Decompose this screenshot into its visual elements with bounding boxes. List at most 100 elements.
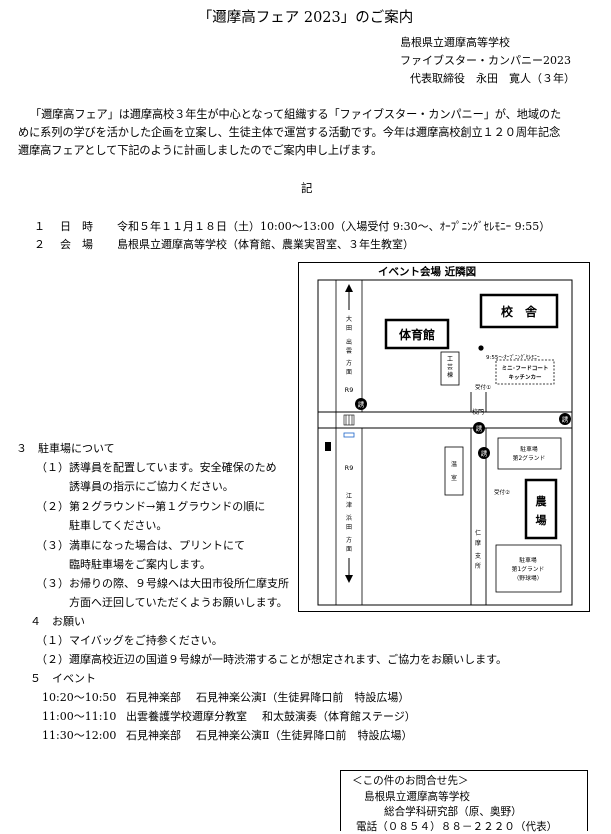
- map-workshop: [440, 351, 460, 386]
- map-gym: [384, 318, 450, 350]
- map-parking-2: [497, 437, 562, 470]
- map-food-court: [495, 359, 555, 385]
- event-time: 11:00～11:10: [42, 710, 117, 723]
- item-venue-value: 島根県立邇摩高等学校（体育館、農業実習室、３年生教室）: [117, 238, 414, 251]
- map-r9-north: R9: [345, 386, 354, 394]
- map-food-court-label: ミニ･フードコート: [502, 365, 549, 372]
- map-school-label: 校 舎: [501, 304, 538, 319]
- map-gym-label: 体育館: [399, 327, 435, 342]
- map-parking-2-label: 駐車場: [520, 445, 538, 453]
- contact-box: [340, 770, 588, 831]
- guide-marker-2: 誘: [473, 422, 485, 434]
- item-venue-label: 会 場: [60, 238, 93, 251]
- venue-map: イベント会場 近隣図 体育館 校 舎 9:55～ｵｰﾌﾟﾆﾝｸﾞｾﾚﾓﾆｰ 工 …: [298, 262, 590, 612]
- guide-marker-label: 誘: [562, 415, 569, 424]
- map-farm-char: 場: [536, 513, 547, 527]
- guide-marker-label: 誘: [476, 424, 483, 433]
- request-line: （１）マイバッグをご持参ください。: [36, 634, 223, 647]
- event-org: 出雲養護学校邇摩分教室: [126, 710, 247, 723]
- ki-heading: 記: [301, 181, 313, 195]
- parking-line: 駐車してください。: [36, 519, 168, 532]
- map-greenhouse-char: 温: [451, 460, 457, 468]
- map-workshop-char: 芸: [447, 363, 453, 371]
- map-food-court-label: キッチンカー: [508, 374, 542, 381]
- map-ohda-char: 田: [346, 325, 352, 332]
- map-ceremony-label: 9:55～ｵｰﾌﾟﾆﾝｸﾞｾﾚﾓﾆｰ: [486, 354, 540, 361]
- item-date-value: 令和５年１１月１８日（土）10:00～13:00（入場受付 9:30～、ｵｰﾌﾟ…: [117, 220, 551, 233]
- parking-line: 方面へ迂回していただくようお願いします。: [36, 596, 288, 609]
- parking-heading: ３ 駐車場について: [16, 442, 115, 455]
- parking-line: （３）満車になった場合は、プリントにて: [36, 539, 245, 552]
- events-heading: ５ イベント: [30, 672, 96, 685]
- request-heading: ４ お願い: [30, 615, 85, 628]
- parking-line: 臨時駐車場をご案内します。: [36, 558, 211, 571]
- item-venue-num: ２: [34, 238, 45, 251]
- event-time: 10:20～10:50: [42, 691, 117, 704]
- contact-department: 総合学科研究部（原、奥野）: [384, 806, 522, 818]
- map-workshop-char: 工: [447, 356, 453, 363]
- request-line: （２）邇摩高校近辺の国道９号線が一時渋滞することが想定されます、ご協力をお願いし…: [36, 653, 508, 666]
- guide-marker-4: 誘: [478, 447, 490, 459]
- guide-marker-label: 誘: [481, 449, 488, 458]
- map-nima-char: 支: [475, 552, 481, 560]
- map-greenhouse: [444, 446, 464, 496]
- page-title: 「邇摩高フェア 2023」のご案内: [197, 10, 414, 26]
- guide-marker-label: 誘: [358, 400, 365, 409]
- map-nima-char: 仁: [475, 529, 481, 537]
- contact-heading: ＜この件のお問合せ先＞: [352, 775, 469, 787]
- traffic-signal-icon: [343, 432, 355, 438]
- event-detail: 石見神楽公演Ⅱ（生徒昇降口前 特設広場）: [196, 729, 413, 742]
- map-ohda-char: 面: [346, 369, 352, 376]
- map-gotsu-char: 浜: [346, 514, 352, 522]
- map-nima-char: 所: [475, 562, 481, 570]
- map-r9-south: R9: [345, 464, 354, 472]
- map-parking-1-label: （野球場）: [514, 574, 543, 582]
- parking-line: （１）誘導員を配置しています。安全確保のため: [36, 461, 277, 474]
- event-time: 11:30～12:00: [42, 729, 117, 742]
- map-gate-label: 校門: [472, 408, 484, 416]
- map-ohda-char: 大: [346, 315, 352, 323]
- map-title: イベント会場 近隣図: [378, 265, 476, 278]
- contact-phone: 電話（０８５４）８８－２２２０（代表）: [356, 821, 558, 833]
- map-ohda-char: 雲: [346, 348, 352, 355]
- intro-line-3: 邇摩高フェアとして下記のように計画しましたのでご案内申し上げます。: [18, 144, 383, 157]
- map-gotsu-char: 方: [346, 536, 352, 544]
- map-ceremony-dot: [478, 345, 484, 351]
- map-farm: [524, 478, 558, 540]
- map-parking-1: [495, 544, 562, 593]
- map-gotsu-char: 津: [346, 502, 352, 509]
- sender-company: ファイブスター・カンパニー2023: [400, 54, 571, 67]
- map-parking-1-label: 第1グランド: [512, 565, 545, 573]
- parking-line: （３）お帰りの際、９号線へは大田市役所仁摩支所: [36, 577, 289, 590]
- event-org: 石見神楽部: [126, 691, 181, 704]
- item-date-num: １: [34, 220, 45, 233]
- item-date-label: 日 時: [60, 220, 93, 233]
- event-detail: 和太鼓演奏（体育館ステージ）: [262, 710, 416, 723]
- intro-line-2: めに系列の学びを活かした企画を立案し、生徒主体で運営する活動です。今年は邇摩高校…: [18, 126, 561, 139]
- event-org: 石見神楽部: [126, 729, 181, 742]
- guide-marker-3: 誘: [559, 413, 571, 425]
- map-nima-char: 摩: [475, 539, 481, 547]
- intro-line-1: 「邇摩高フェア」は邇摩高校３年生が中心となって組織する「ファイブスター・カンパニ…: [30, 108, 562, 121]
- map-reception-1: 受付①: [475, 383, 491, 391]
- sender-school: 島根県立邇摩高等学校: [400, 36, 510, 49]
- sender-representative: 代表取締役 永田 寛人（３年）: [410, 72, 575, 85]
- map-parking-1-label: 駐車場: [519, 556, 537, 564]
- parking-line: 誘導員の指示にご協力ください。: [36, 480, 234, 493]
- gas-station-icon: [325, 442, 331, 451]
- map-ohda-char: 方: [346, 359, 352, 367]
- event-detail: 石見神楽公演Ⅰ（生徒昇降口前 特設広場）: [196, 691, 410, 704]
- map-workshop-char: 棟: [447, 371, 453, 379]
- map-gotsu-char: 江: [346, 493, 352, 500]
- guide-marker-1: 誘: [355, 398, 367, 410]
- contact-school: 島根県立邇摩高等学校: [364, 791, 470, 803]
- parking-line: （２）第２グラウンド→第１グラウンドの順に: [36, 500, 266, 513]
- map-reception-2: 受付②: [494, 488, 510, 496]
- map-gotsu-char: 面: [346, 546, 352, 553]
- map-parking-2-label: 第2グランド: [513, 454, 546, 462]
- map-school-building: [479, 293, 559, 329]
- map-gotsu-char: 田: [346, 524, 352, 531]
- map-greenhouse-char: 室: [451, 474, 457, 482]
- map-farm-char: 農: [536, 494, 548, 508]
- map-ohda-char: 出: [346, 338, 352, 346]
